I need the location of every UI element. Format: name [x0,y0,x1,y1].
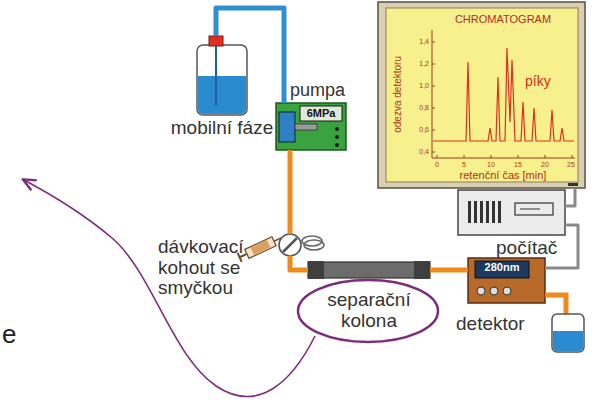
chromatogram-trace [433,48,574,141]
waste-liquid [553,331,583,351]
waste-body [552,314,584,352]
display-value: 280nm [475,262,529,274]
monitor [378,2,585,188]
piston-rod [295,124,317,130]
solvent-tube [430,268,468,273]
axis-title: odezva detektoru [393,39,404,149]
pointer-arrow [24,180,315,396]
drive-slot [520,209,540,210]
solvent-bottle [197,36,247,115]
detector-display [475,261,529,278]
axis-tick: 0,6 [408,126,429,133]
axis-tick: 1,2 [408,60,429,67]
bottle-liquid [198,76,246,114]
chart-title: CHROMATOGRAM [433,14,573,26]
drive-slot [515,203,553,215]
separation-column [308,261,430,279]
detector-knob [490,287,498,295]
computer-box: počítač [458,190,565,235]
axis-tick: 5 [454,161,474,168]
monitor-screen [386,8,578,182]
column-tube [308,262,430,278]
sample-loop [304,240,324,250]
waste-bottle [545,295,584,352]
component-label: separační kolona [300,290,438,331]
solvent-tube [288,150,293,234]
pressure-display [300,106,342,121]
axis-tick: 0,4 [408,148,429,155]
detector-body [468,258,545,303]
solvent-bottle-box: mobilní fáze [197,36,247,115]
highlight-ellipse [298,280,438,342]
monitor-button [568,183,578,186]
column-end [414,261,430,279]
monitor-frame [378,2,585,188]
suction-tube [215,46,217,106]
signal-cable [565,188,575,206]
axis-tick: 1,4 [408,38,429,45]
computer [458,190,565,235]
solvent-tube [216,8,284,103]
monitor-box: CHROMATOGRAM odezva detektoru píky retenční… [378,2,585,188]
axis-tick: 10 [481,161,501,168]
bottle-cap [209,36,223,46]
computer-case [458,190,565,235]
computer-vents [468,201,501,223]
pump-box: pumpa6MPa [276,103,346,150]
detector-box: 280nmdetektor [468,258,545,303]
pump-button [335,143,339,147]
valve-body [279,234,301,256]
peak-label: píky [525,74,565,89]
pump-body [276,103,346,150]
injection-valve [237,233,324,262]
axis-tick: 15 [508,161,528,168]
display-value: 6MPa [300,108,342,120]
valve-handle [283,238,297,252]
x-axis [432,158,575,159]
axis-tick: 20 [535,161,555,168]
axis-tick: 25 [562,161,580,168]
detector-knob [477,287,485,295]
syringe [237,233,283,262]
valve-box: dávkovací kohout se smyčkou [279,234,301,256]
axis-tick: 0,8 [408,104,429,111]
axis-title: retenční čas [min] [438,170,568,182]
pump-button [335,127,339,131]
detector-knob [503,287,511,295]
pump-piston [279,112,295,142]
cut-text: e [2,321,22,347]
detector [468,258,545,303]
axis-tick: 0 [427,161,447,168]
column-box: separační kolona [308,262,430,278]
axis-tick: 1,0 [408,82,429,89]
component-label: mobilní fáze [167,118,277,139]
component-label: pumpa [290,81,360,100]
component-label: dávkovací kohout se smyčkou [158,237,283,299]
y-axis [432,30,433,158]
pump-button [335,135,339,139]
bottle-body [197,45,247,115]
component-label: počítač [496,238,576,259]
column-end [308,261,324,279]
solvent-tube [290,256,308,270]
pump [276,103,346,150]
component-label: detektor [456,314,546,335]
